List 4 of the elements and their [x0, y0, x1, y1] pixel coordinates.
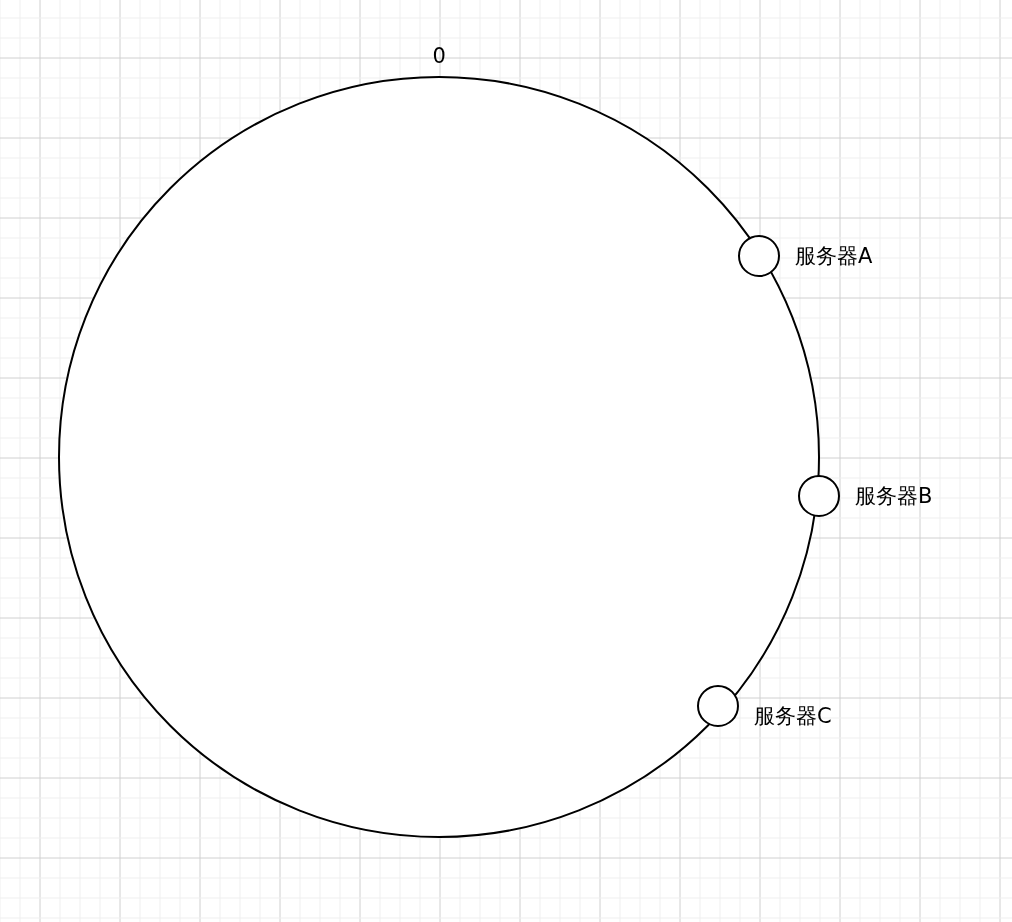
server-label: 服务器A: [795, 244, 873, 268]
position-label: 0: [432, 43, 446, 69]
server-label: 服务器B: [855, 484, 933, 508]
server-label: 服务器C: [754, 704, 832, 728]
